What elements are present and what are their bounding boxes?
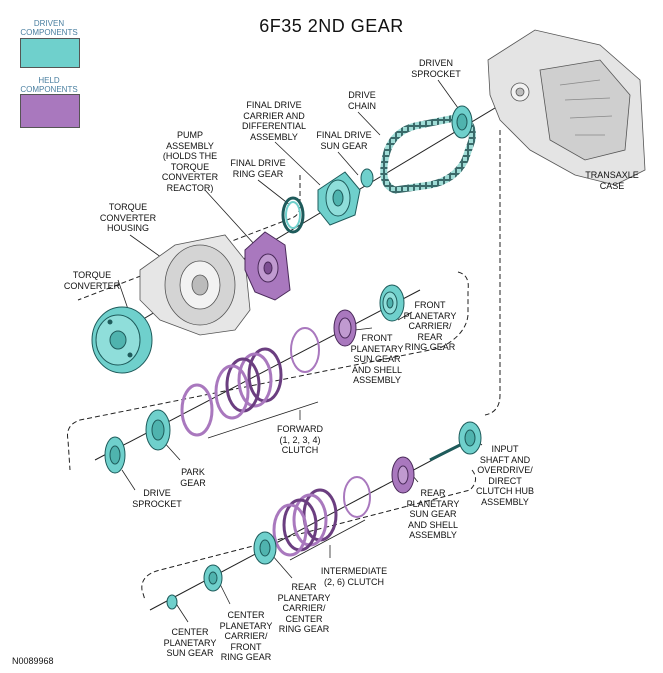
final-drive-carrier (317, 171, 361, 226)
rear-planetary-carrier (253, 531, 277, 565)
label-intermediate-clutch: INTERMEDIATE (2, 6) CLUTCH (320, 566, 388, 587)
label-pump-assembly: PUMP ASSEMBLY (HOLDS THE TORQUE CONVERTE… (161, 130, 219, 193)
label-center-planetary-carrier: CENTER PLANETARY CARRIER/ FRONT RING GEA… (219, 610, 273, 662)
label-rear-planetary-carrier: REAR PLANETARY CARRIER/ CENTER RING GEAR (277, 582, 331, 634)
pump-assembly (244, 231, 291, 301)
label-input-shaft: INPUT SHAFT AND OVERDRIVE/ DIRECT CLUTCH… (475, 444, 535, 507)
drive-chain (380, 114, 476, 194)
intermediate-clutch-plates (272, 476, 371, 557)
label-center-planetary-sun-gear: CENTER PLANETARY SUN GEAR (163, 627, 217, 658)
center-planetary-carrier (203, 564, 223, 592)
label-final-drive-ring-gear: FINAL DRIVE RING GEAR (230, 158, 286, 179)
input-shaft (429, 421, 482, 462)
legend-held-swatch (20, 94, 80, 128)
label-torque-converter-housing: TORQUE CONVERTER HOUSING (99, 202, 157, 233)
label-rear-planetary-sun-gear: REAR PLANETARY SUN GEAR AND SHELL ASSEMB… (406, 488, 460, 540)
label-park-gear: PARK GEAR (180, 467, 206, 488)
legend-driven-swatch (20, 38, 80, 68)
diagram-title: 6F35 2ND GEAR (259, 16, 404, 36)
park-gear (145, 409, 171, 451)
front-planetary-carrier (379, 284, 405, 322)
label-front-planetary-sun-gear: FRONT PLANETARY SUN GEAR AND SHELL ASSEM… (350, 333, 404, 385)
legend-held-label: HELD COMPONENTS (20, 76, 78, 94)
legend-driven-label: DRIVEN COMPONENTS (20, 19, 78, 37)
torque-converter-housing (139, 234, 251, 336)
label-final-drive-sun-gear: FINAL DRIVE SUN GEAR (316, 130, 372, 151)
label-drive-sprocket: DRIVE SPROCKET (132, 488, 182, 509)
label-forward-clutch: FORWARD (1, 2, 3, 4) CLUTCH (277, 424, 323, 455)
label-driven-sprocket: DRIVEN SPROCKET (411, 58, 461, 79)
clutch-brackets (207, 401, 366, 561)
dashed-connectors (67, 130, 501, 601)
torque-converter (91, 306, 153, 374)
final-drive-ring-gear (281, 196, 305, 234)
transaxle-case (487, 29, 646, 186)
label-final-drive-carrier: FINAL DRIVE CARRIER AND DIFFERENTIAL ASS… (241, 100, 307, 142)
label-torque-converter: TORQUE CONVERTER (63, 270, 121, 291)
drive-sprocket (104, 436, 126, 474)
label-transaxle-case: TRANSAXLE CASE (585, 170, 639, 191)
center-planetary-sun-gear (166, 594, 178, 610)
driven-sprocket (451, 105, 473, 139)
final-drive-sun-gear (360, 168, 374, 188)
label-front-planetary-carrier: FRONT PLANETARY CARRIER/ REAR RING GEAR (403, 300, 457, 352)
rear-planetary-sun-gear-shell (391, 456, 415, 494)
label-drive-chain: DRIVE CHAIN (347, 90, 377, 111)
forward-clutch-plates (180, 327, 320, 437)
figure-code: N0089968 (12, 656, 54, 666)
front-planetary-sun-gear-shell (333, 309, 357, 347)
